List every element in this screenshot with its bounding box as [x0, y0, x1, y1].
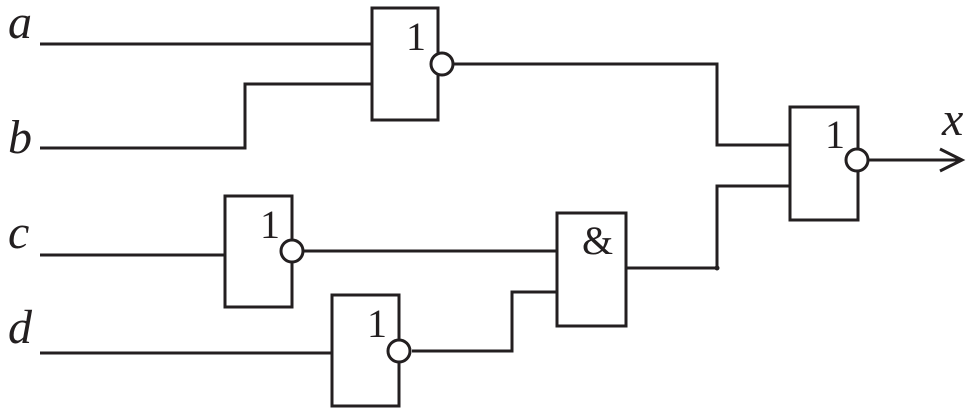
gate-nor-ab-body — [370, 6, 440, 122]
gate-and-body — [555, 211, 628, 328]
gate-nor-out-inversion-bubble — [844, 147, 870, 173]
output-arrow-icon — [939, 147, 966, 173]
gate-not-c-symbol: 1 — [260, 202, 280, 247]
gate-not-d-inversion-bubble — [386, 338, 412, 364]
wire-b — [40, 82, 372, 150]
wire-not-d-out — [412, 290, 557, 353]
gate-and-cd: & — [555, 211, 628, 328]
gate-not-c: 1 — [223, 194, 305, 309]
output-label-x: x — [941, 93, 963, 146]
input-label-c: c — [8, 206, 29, 259]
gate-not-d-symbol: 1 — [367, 301, 387, 346]
wire-nor-ab-out — [453, 62, 790, 147]
wire-and-out — [626, 184, 790, 270]
gate-nor-ab-symbol: 1 — [406, 14, 426, 59]
input-label-b: b — [8, 111, 32, 164]
gate-nor-ab-inversion-bubble — [429, 51, 455, 77]
wires — [40, 42, 962, 355]
gate-nor-out: 1 — [788, 105, 870, 222]
gate-nor-out-symbol: 1 — [825, 112, 845, 157]
input-label-d: d — [8, 301, 33, 354]
junction-dot — [714, 265, 720, 271]
input-label-a: a — [8, 0, 32, 49]
gate-nor-ab: 1 — [370, 6, 455, 122]
gate-and-symbol: & — [582, 218, 613, 263]
gate-not-c-inversion-bubble — [279, 238, 305, 264]
gate-not-d: 1 — [330, 293, 412, 408]
